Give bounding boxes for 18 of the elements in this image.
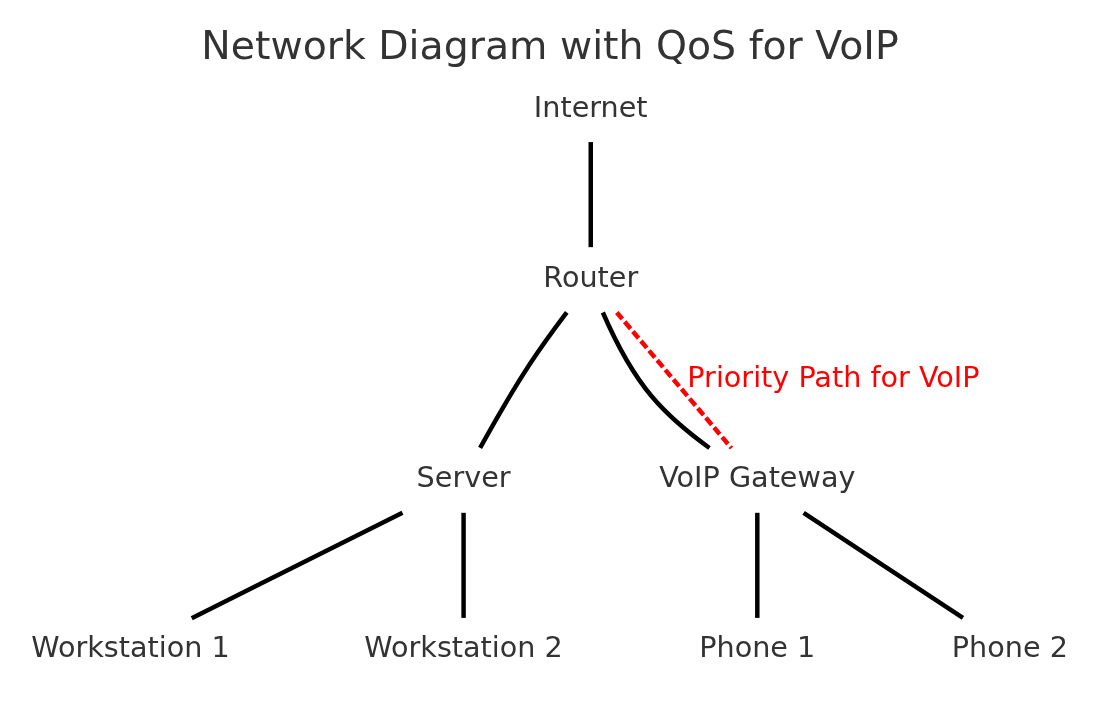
connector — [600, 311, 711, 450]
node-text: Internet — [533, 89, 648, 124]
node-text: Workstation 1 — [31, 629, 230, 664]
connector — [190, 510, 404, 620]
node-text: Server — [416, 459, 511, 494]
connector — [461, 512, 466, 618]
connector — [615, 310, 734, 450]
node-text: VoIP Gateway — [659, 459, 856, 494]
connector — [478, 310, 569, 449]
node-text: Router — [543, 259, 639, 294]
edge-label: Priority Path for VoIP — [687, 359, 980, 394]
node-text: Phone 1 — [699, 629, 816, 664]
diagram-title: Network Diagram with QoS for VoIP — [201, 21, 899, 68]
connector — [755, 512, 760, 618]
connector — [802, 510, 965, 620]
connector — [588, 141, 593, 247]
node-text: Workstation 2 — [364, 629, 563, 664]
node-text: Phone 2 — [951, 629, 1068, 664]
